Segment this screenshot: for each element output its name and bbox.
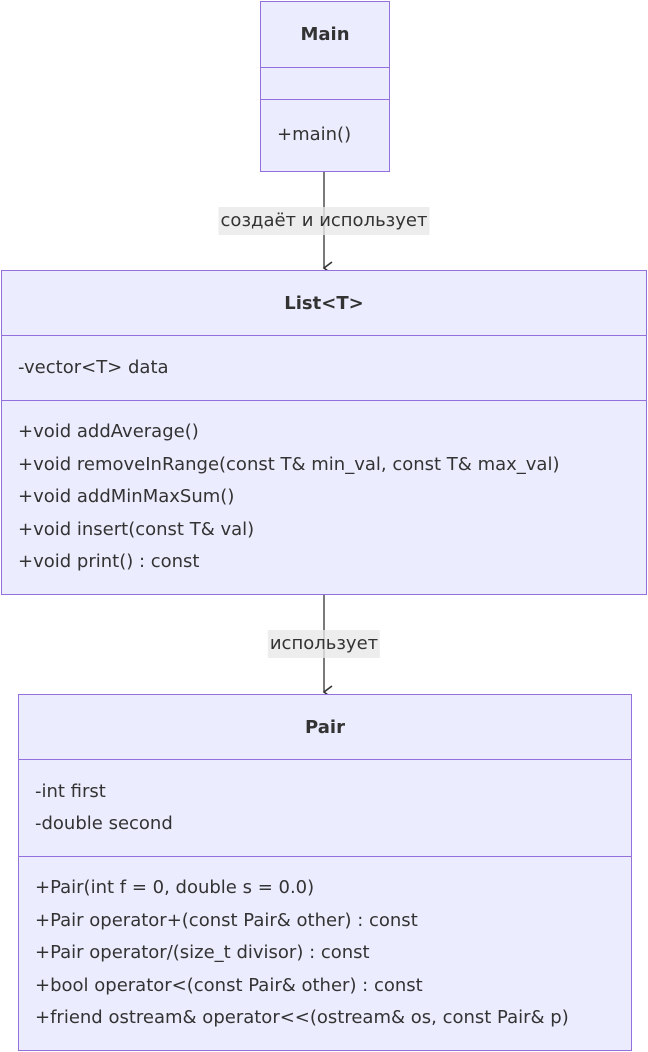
class-pair-method: +friend ostream& operator<<(ostream& os,… (35, 1007, 569, 1029)
class-pair-attribute: -int first (35, 780, 106, 802)
class-pair-attribute: -double second (35, 813, 173, 834)
class-main-attributes (261, 68, 389, 100)
class-list-methods: +void addAverage() +void removeInRange(c… (2, 401, 646, 594)
class-list-attributes: -vector<T> data (2, 336, 646, 401)
class-list-method: +void addMinMaxSum() (18, 486, 235, 508)
class-pair-title: Pair (19, 695, 631, 760)
class-pair-method: +Pair operator/(size_t divisor) : const (35, 942, 370, 964)
edge-label-list-pair: использует (267, 630, 381, 658)
class-pair-attributes: -int first -double second (19, 760, 631, 857)
class-list[interactable]: List<T> -vector<T> data +void addAverage… (1, 270, 647, 595)
class-main-title: Main (261, 2, 389, 68)
class-list-method: +void removeInRange(const T& min_val, co… (18, 453, 560, 475)
class-list-attribute: -vector<T> data (18, 356, 169, 378)
class-list-method: +void insert(const T& val) (18, 518, 255, 540)
class-main[interactable]: Main +main() (260, 1, 390, 172)
class-list-method: +void addAverage() (18, 421, 199, 443)
edge-label-main-list: создаёт и использует (218, 207, 430, 235)
class-pair-method: +Pair(int f = 0, double s = 0.0) (35, 877, 315, 899)
class-pair-method: +bool operator<(const Pair& other) : con… (35, 974, 423, 996)
class-main-methods: +main() (261, 100, 389, 171)
class-pair[interactable]: Pair -int first -double second +Pair(int… (18, 694, 632, 1051)
class-list-method: +void print() : const (18, 551, 200, 573)
class-pair-methods: +Pair(int f = 0, double s = 0.0) +Pair o… (19, 857, 631, 1050)
class-pair-method: +Pair operator+(const Pair& other) : con… (35, 909, 418, 931)
class-list-title: List<T> (2, 271, 646, 336)
class-main-method: +main() (277, 124, 352, 146)
